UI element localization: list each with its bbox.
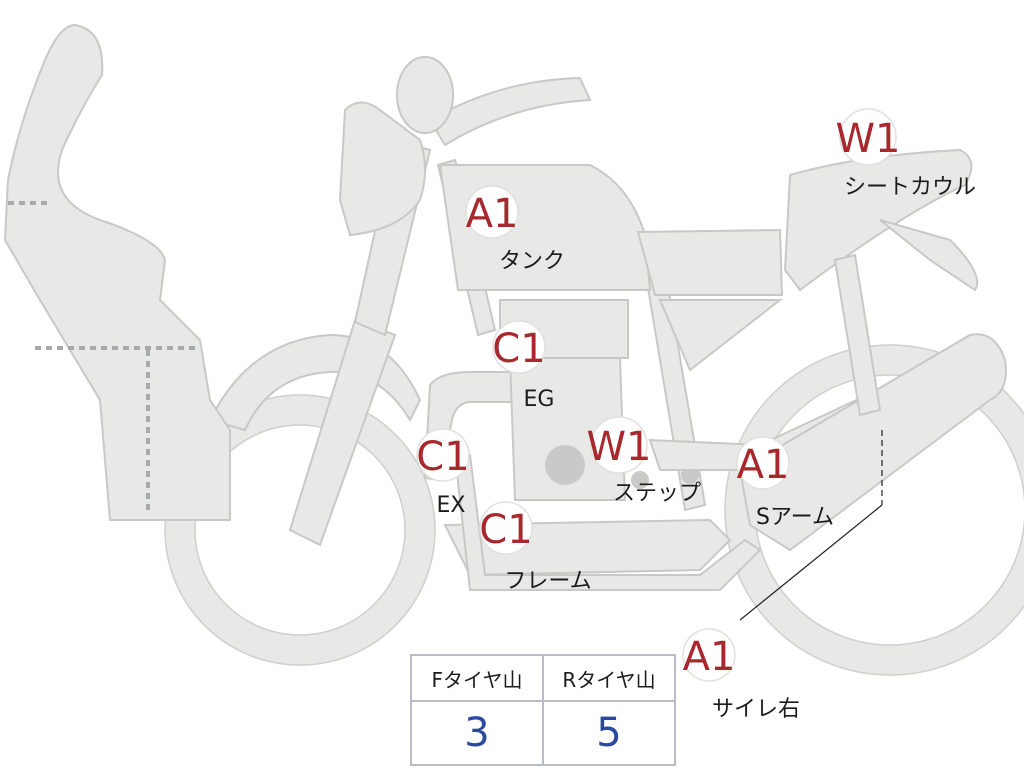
tire-table-header-row: Fタイヤ山 Rタイヤ山 xyxy=(410,654,676,702)
label-step: ステップ xyxy=(613,481,701,506)
grade-step: W1 xyxy=(587,424,652,470)
mirror xyxy=(396,56,454,134)
part-marker-exhaust: C1 EX xyxy=(416,428,470,518)
value-rear-tire: 5 xyxy=(542,700,676,766)
part-marker-tank: A1 タンク xyxy=(465,185,565,274)
grade-engine: C1 xyxy=(492,326,545,372)
label-swing-arm: Sアーム xyxy=(756,505,834,530)
label-frame: フレーム xyxy=(504,569,591,594)
engine-cover xyxy=(545,445,585,485)
muffler xyxy=(738,333,1007,552)
tire-tread-table: Fタイヤ山 Rタイヤ山 3 5 xyxy=(410,654,676,766)
grade-frame: C1 xyxy=(479,507,532,553)
header-rear-tire: Rタイヤ山 xyxy=(542,654,676,702)
part-marker-seat-cowl: W1 シートカウル xyxy=(836,108,976,200)
frame-rail xyxy=(453,454,762,591)
grade-seat-cowl: W1 xyxy=(836,116,901,162)
header-front-tire: Fタイヤ山 xyxy=(410,654,544,702)
part-marker-swing-arm: A1 Sアーム xyxy=(736,436,834,530)
label-tank: タンク xyxy=(499,249,565,274)
rear-shock xyxy=(833,253,882,417)
grade-muffler-right: A1 xyxy=(683,634,736,680)
label-muffler-right: サイレ右 xyxy=(712,697,800,722)
part-marker-step: W1 ステップ xyxy=(587,416,701,506)
value-front-tire: 3 xyxy=(410,700,544,766)
engine-block xyxy=(508,357,627,501)
front-wheel xyxy=(164,394,436,666)
label-engine: EG xyxy=(524,387,555,412)
part-marker-frame: C1 フレーム xyxy=(479,501,592,594)
seat-cowl-tail xyxy=(879,219,979,292)
grade-exhaust: C1 xyxy=(416,434,469,480)
under-seat xyxy=(658,299,783,372)
label-exhaust: EX xyxy=(437,493,466,518)
tire-table-value-row: 3 5 xyxy=(410,700,676,766)
label-seat-cowl: シートカウル xyxy=(844,175,976,200)
grade-swing-arm: A1 xyxy=(737,442,790,488)
grade-tank: A1 xyxy=(466,191,519,237)
leader-line xyxy=(739,504,883,621)
headlight-cowl xyxy=(338,101,426,237)
front-fairing xyxy=(3,23,231,521)
seat xyxy=(636,228,784,296)
part-marker-muffler-right: A1 サイレ右 xyxy=(682,628,800,722)
exhaust-pipe xyxy=(423,371,521,482)
step-bolt xyxy=(631,471,649,489)
part-marker-engine: C1 EG xyxy=(492,320,555,412)
handlebar xyxy=(428,76,592,147)
